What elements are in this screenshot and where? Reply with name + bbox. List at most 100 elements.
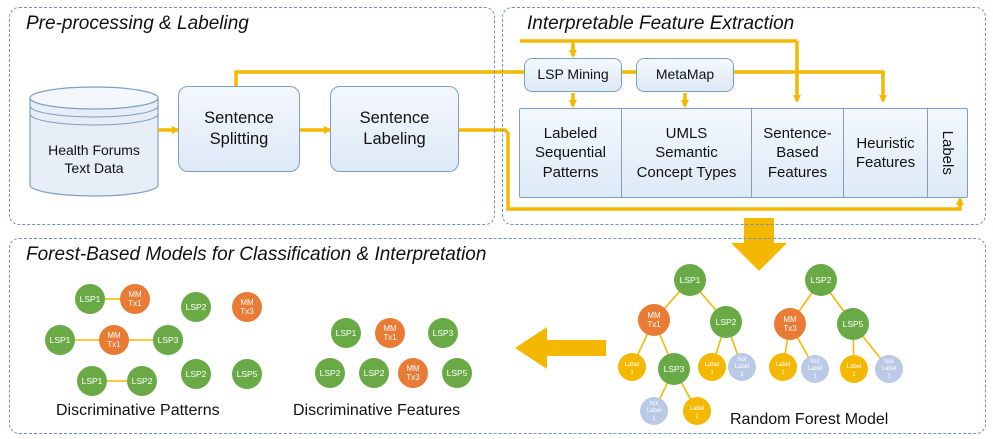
lsp-mining-box: LSP Mining <box>524 58 622 92</box>
svg-text:LSP2: LSP2 <box>186 302 207 312</box>
svg-text:Not: Not <box>737 357 747 363</box>
svg-text:LSP2: LSP2 <box>811 275 832 285</box>
tree1-label-leaf: Label 1 <box>683 397 711 425</box>
svg-text:MM: MM <box>128 290 142 299</box>
svg-text:Tx1: Tx1 <box>107 340 121 349</box>
svg-text:Label: Label <box>705 362 720 368</box>
down-arrow-icon <box>731 218 787 271</box>
svg-text:LSP2: LSP2 <box>132 376 153 386</box>
svg-text:1: 1 <box>852 372 856 378</box>
svg-text:MM: MM <box>406 364 420 373</box>
svg-text:Not: Not <box>884 359 894 365</box>
arrow-labeling-to-labels <box>459 128 964 211</box>
svg-text:1: 1 <box>630 370 634 376</box>
metamap-box: MetaMap <box>636 58 734 92</box>
svg-text:LSP1: LSP1 <box>336 328 357 338</box>
sentence-labeling-line2: Labeling <box>363 130 426 148</box>
feature-umls-line2: Semantic <box>655 144 718 162</box>
svg-text:MM: MM <box>240 298 254 307</box>
feature-cell-labels: Labels <box>928 109 967 197</box>
svg-text:LSP1: LSP1 <box>80 294 101 304</box>
node-lsp5: LSP5 <box>232 359 262 389</box>
lsp-mining-label: LSP Mining <box>537 66 609 83</box>
extraction-panel <box>502 7 986 225</box>
svg-text:MM: MM <box>107 331 121 340</box>
node-lsp1: LSP1 <box>77 366 107 396</box>
random-forest-caption: Random Forest Model <box>730 411 889 428</box>
tree2-label-leaf: Label 1 <box>840 355 868 383</box>
node-lsp1: LSP1 <box>331 318 361 348</box>
svg-text:LSP3: LSP3 <box>433 328 454 338</box>
node-lsp1: LSP1 <box>75 284 105 314</box>
svg-text:Tx3: Tx3 <box>783 324 797 333</box>
extraction-panel-title: Interpretable Feature Extraction <box>527 13 795 34</box>
tree2-root-lsp2: LSP2 <box>805 264 837 296</box>
node-lsp2: LSP2 <box>315 358 345 388</box>
svg-text:Not: Not <box>649 401 659 407</box>
tree1-lsp2: LSP2 <box>710 306 742 338</box>
database-icon <box>29 86 159 197</box>
sentence-splitting-line2: Splitting <box>209 130 269 148</box>
svg-text:Tx3: Tx3 <box>406 373 420 382</box>
svg-text:MM: MM <box>783 315 797 324</box>
node-lsp2: LSP2 <box>359 358 389 388</box>
svg-text:MM: MM <box>647 311 661 320</box>
models-panel <box>9 238 986 434</box>
tree2-lsp5: LSP5 <box>837 308 869 340</box>
sentence-splitting-line1: Sentence <box>204 109 274 128</box>
feature-sent-line2: Based <box>776 144 819 162</box>
svg-text:Tx3: Tx3 <box>240 307 254 316</box>
svg-text:Label: Label <box>776 362 791 368</box>
svg-text:1: 1 <box>695 414 699 420</box>
svg-text:Label: Label <box>882 366 897 372</box>
models-panel-title: Forest-Based Models for Classification &… <box>26 244 487 265</box>
feature-labels: Labels <box>939 130 957 176</box>
svg-text:Label: Label <box>625 362 640 368</box>
feature-sent-line1: Sentence- <box>763 124 832 142</box>
svg-text:LSP2: LSP2 <box>364 368 385 378</box>
feature-heur-line2: Features <box>855 154 916 171</box>
node-lsp2: LSP2 <box>181 292 211 322</box>
svg-text:Label: Label <box>735 364 750 370</box>
sentence-labeling-line1: Sentence <box>359 109 430 128</box>
svg-text:1: 1 <box>740 372 744 378</box>
node-lsp3: LSP3 <box>153 325 183 355</box>
svg-text:LSP5: LSP5 <box>237 369 258 379</box>
node-lsp3: LSP3 <box>428 318 458 348</box>
tree1-root-lsp1: LSP1 <box>674 264 706 296</box>
feature-heur-line1: Heuristic <box>856 134 915 152</box>
svg-text:LSP2: LSP2 <box>320 368 341 378</box>
feature-sent-line3: Features <box>767 163 828 181</box>
svg-text:LSP3: LSP3 <box>664 364 685 374</box>
metamap-label: MetaMap <box>655 66 715 83</box>
svg-text:LSP5: LSP5 <box>843 319 864 329</box>
preprocessing-panel <box>9 7 495 225</box>
svg-text:Label: Label <box>690 406 705 412</box>
discriminative-features-caption: Discriminative Features <box>293 402 461 419</box>
svg-text:LSP1: LSP1 <box>680 275 701 285</box>
feature-umls-line1: UMLS <box>665 124 708 142</box>
discriminative-patterns-caption: Discriminative Patterns <box>56 402 220 419</box>
svg-text:Label: Label <box>808 366 823 372</box>
svg-text:Tx1: Tx1 <box>383 333 397 342</box>
svg-text:1: 1 <box>887 374 891 380</box>
svg-text:Label: Label <box>847 364 862 370</box>
